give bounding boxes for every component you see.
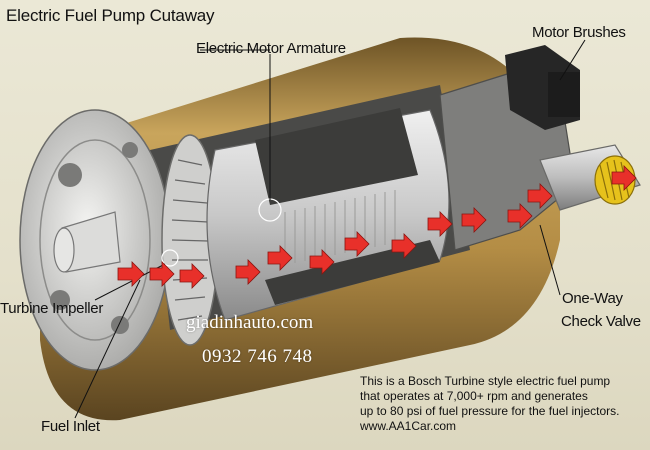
brushes-leader (559, 39, 586, 81)
flow-arrow (149, 261, 175, 287)
description-line: up to 80 psi of fuel pressure for the fu… (360, 404, 620, 418)
diagram-title: Electric Fuel Pump Cutaway (6, 6, 215, 25)
flow-arrow (179, 263, 205, 289)
check-valve-leader (539, 224, 561, 296)
label-one-way: One-Way (562, 290, 623, 307)
flow-arrow (391, 233, 417, 259)
label-motor-brushes: Motor Brushes (532, 24, 626, 41)
motor-magnet-top (255, 108, 418, 205)
flow-arrow (527, 183, 553, 209)
description-text: This is a Bosch Turbine style electric f… (360, 374, 619, 434)
flow-arrow (309, 249, 335, 275)
watermark-phone: 0932 746 748 (202, 346, 313, 367)
fuel-inlet-leader (74, 279, 141, 419)
flow-arrow (235, 259, 261, 285)
impeller-callout-circle (161, 249, 179, 267)
flow-arrow (461, 207, 487, 233)
flow-arrow (507, 203, 533, 229)
watermark-site: giadinhauto.com (186, 312, 314, 333)
end-cap-hole (58, 163, 82, 187)
fuel-flow-arrows (117, 165, 637, 289)
label-turbine-impeller: Turbine Impeller (0, 300, 104, 317)
flow-arrow (267, 245, 293, 271)
description-line: This is a Bosch Turbine style electric f… (360, 374, 611, 388)
flow-arrow (611, 165, 637, 191)
flow-arrow (427, 211, 453, 237)
flow-arrow (117, 261, 145, 287)
label-check-valve: Check Valve (561, 313, 641, 330)
source-link: www.AA1Car.com (360, 419, 457, 433)
label-electric-motor-armature: Electric Motor Armature (196, 40, 346, 57)
label-fuel-inlet: Fuel Inlet (41, 418, 100, 435)
description-line: that operates at 7,000+ rpm and generate… (360, 389, 588, 403)
flow-arrow (344, 231, 370, 257)
motor-magnet-bottom (265, 240, 440, 305)
